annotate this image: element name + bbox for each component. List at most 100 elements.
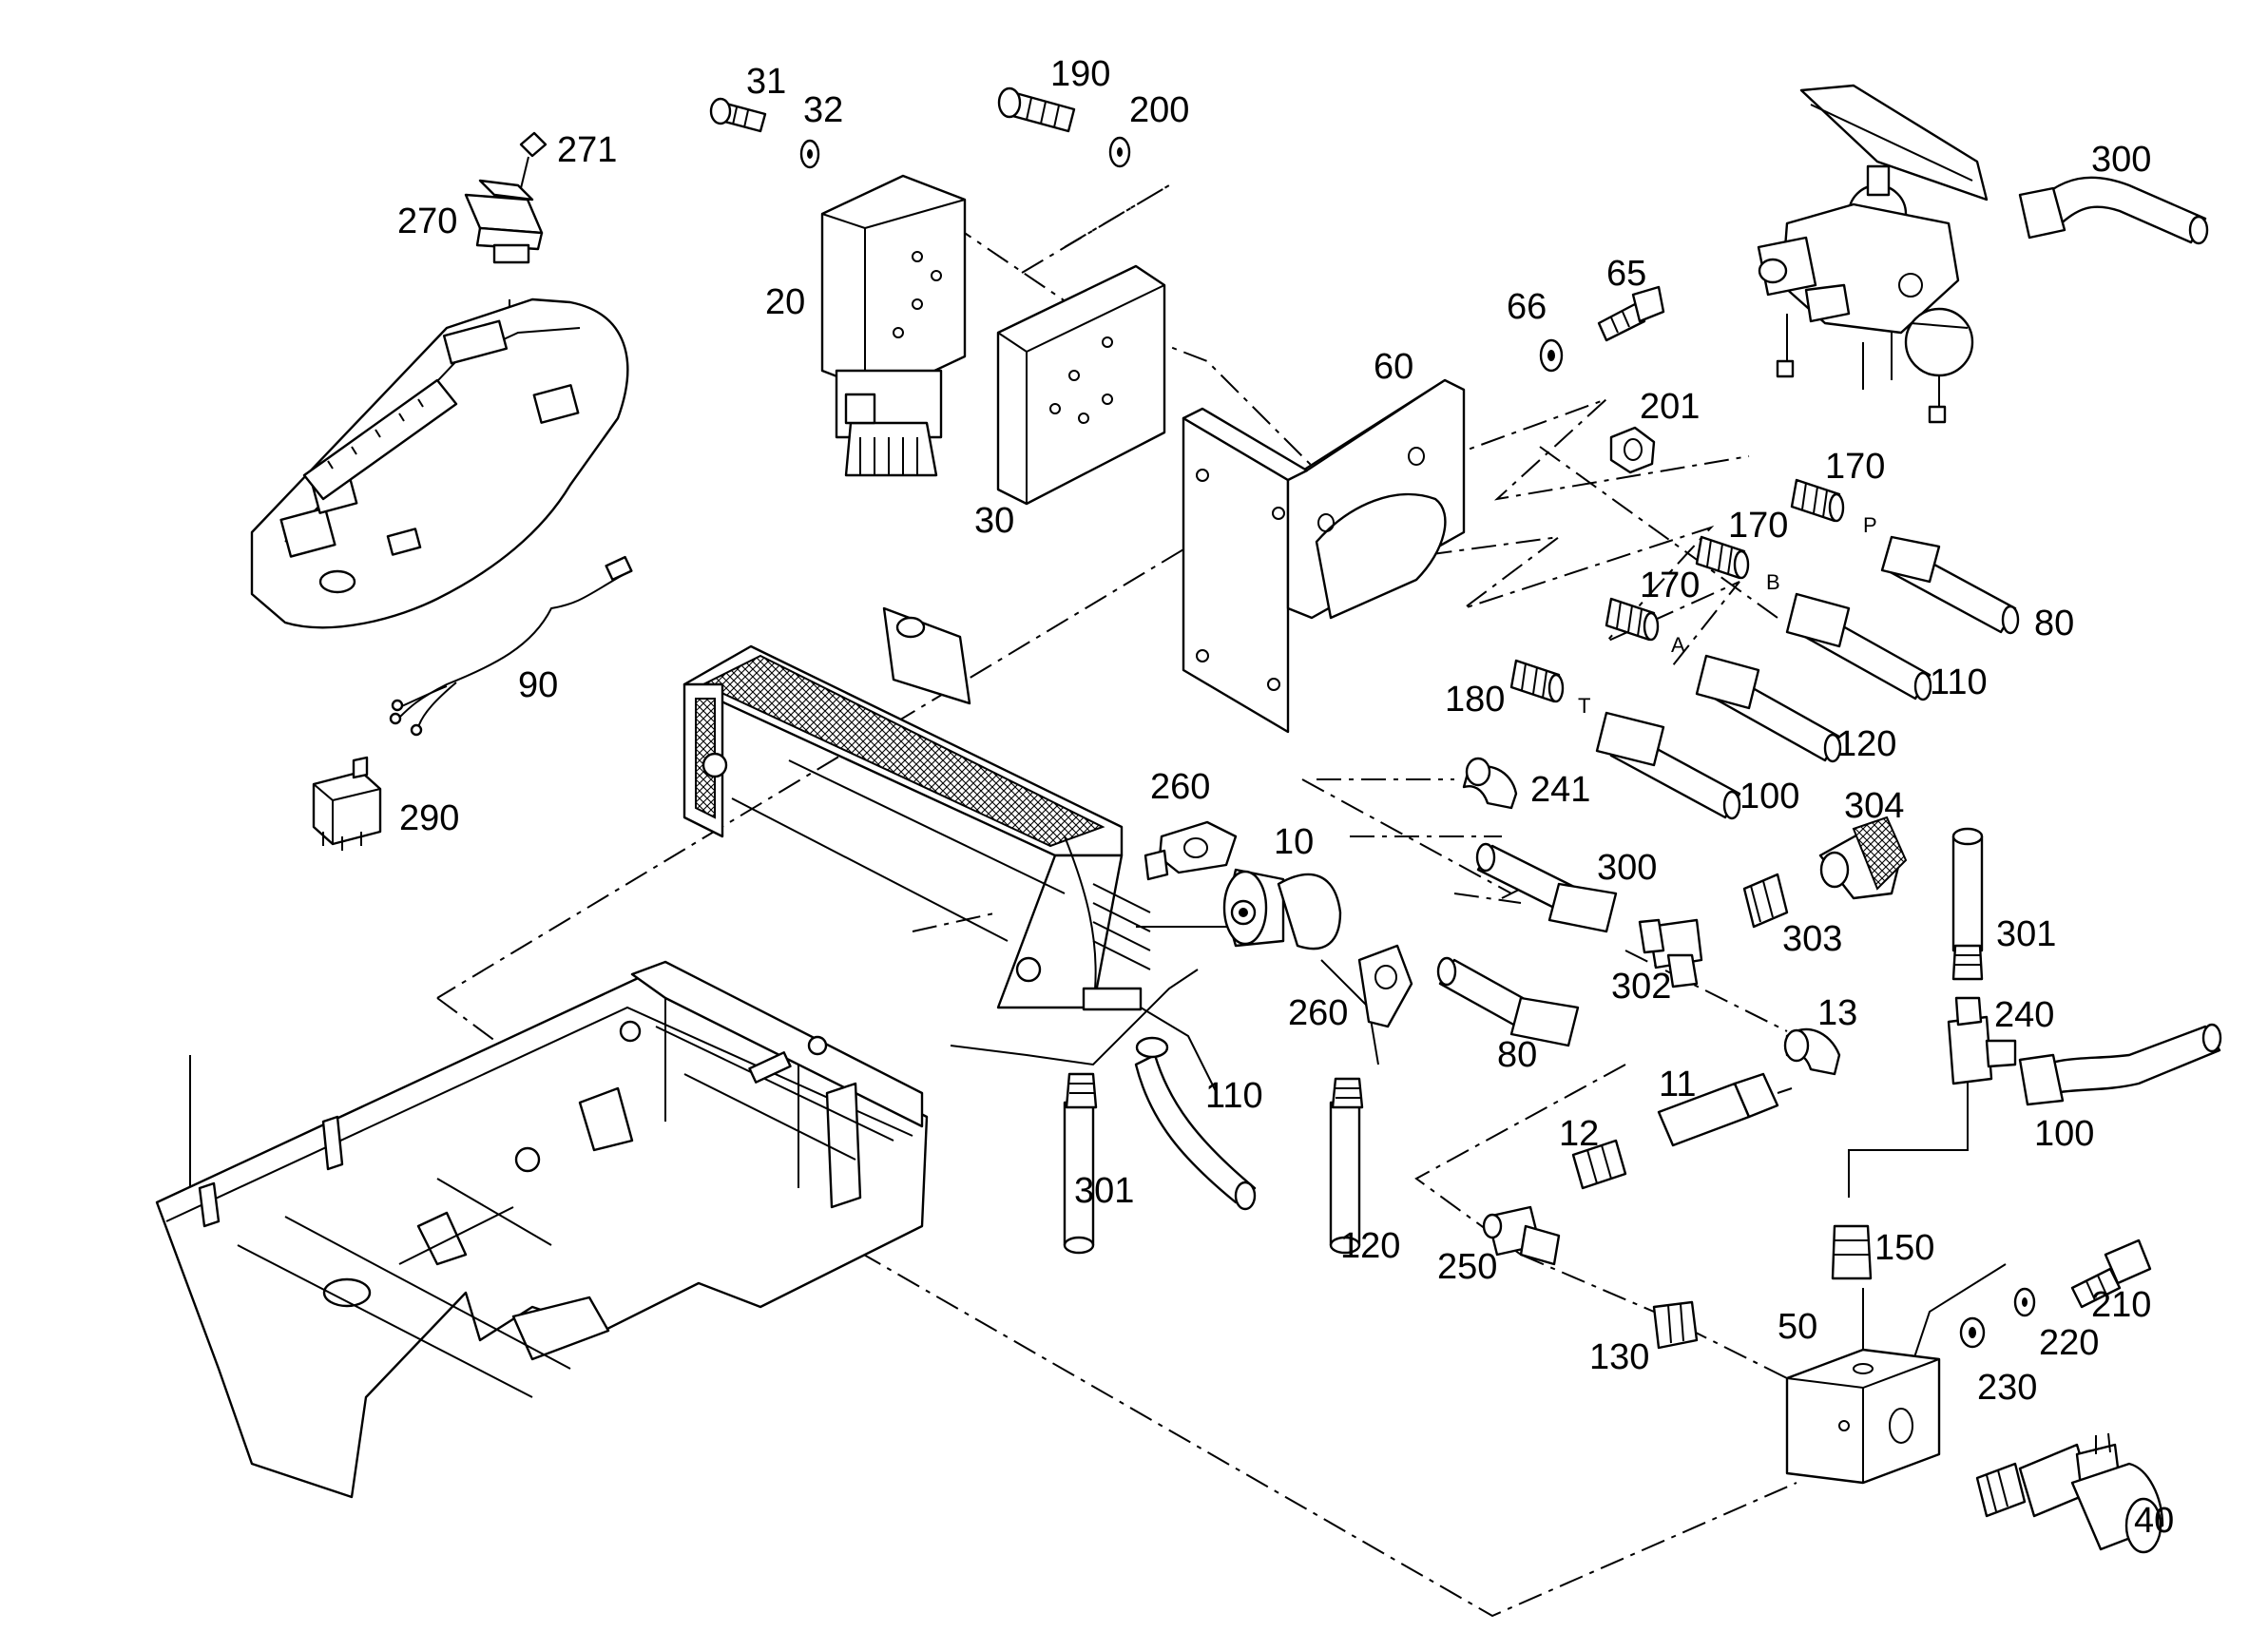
callout-80-low: 80 [1497,1035,1537,1075]
callout-302: 302 [1611,967,1671,1007]
callout-31: 31 [746,62,786,102]
callout-303: 303 [1782,919,1842,959]
callout-230: 230 [1977,1368,2037,1408]
screw-65 [1597,285,1665,342]
callout-11: 11 [1659,1065,1696,1104]
fitting-170-b [1695,535,1750,580]
elbow-241 [1462,757,1518,810]
callout-260-low: 260 [1288,993,1348,1033]
washer-230 [1959,1316,1986,1349]
callout-290: 290 [399,798,459,838]
callout-66: 66 [1507,287,1547,327]
callout-65: 65 [1606,254,1646,294]
callout-180: 180 [1445,680,1505,720]
callout-13: 13 [1817,993,1857,1033]
valve-block [1785,1348,1941,1485]
washer-32 [799,139,820,169]
relay [312,756,382,851]
callout-32: 32 [803,90,843,130]
fitting-170-p [1790,478,1845,523]
callout-100-right: 100 [2034,1114,2094,1154]
callout-110-low: 110 [1205,1076,1263,1116]
callout-110-right: 110 [1930,662,1988,702]
callout-210: 210 [2091,1285,2151,1325]
port-labels: P B A T [1578,513,1877,718]
flange-260-top [1144,820,1238,881]
hose-80-low [1436,956,1580,1047]
callout-300-mid: 300 [1597,848,1657,888]
bolt-210 [2070,1238,2152,1309]
hose-301-low [1063,1072,1098,1255]
washer-200 [1108,136,1131,168]
hose-100 [1595,711,1741,820]
callout-150: 150 [1874,1228,1934,1268]
callout-20: 20 [765,282,805,322]
callout-120-low: 120 [1340,1226,1400,1266]
callout-241: 241 [1530,770,1590,810]
wiring-harness [389,555,633,737]
nut-201 [1609,426,1656,474]
callout-300-top: 300 [2091,140,2151,180]
port-label-p: P [1863,513,1877,537]
fitting-12 [1571,1139,1627,1190]
tee-302 [1638,918,1703,989]
fitting-130 [1652,1300,1699,1350]
callout-50: 50 [1778,1307,1817,1347]
callout-10: 10 [1274,822,1314,862]
rocker-switch [464,131,548,264]
fitting-304 [1818,816,1908,900]
hose-110 [1785,592,1932,701]
callout-40: 40 [2134,1501,2174,1541]
callout-301-low: 301 [1074,1171,1134,1211]
fitting-170-a [1605,597,1660,642]
gear-pump [1222,868,1342,950]
callout-60: 60 [1374,347,1413,387]
callout-30: 30 [974,501,1014,541]
callout-201: 201 [1640,387,1700,427]
port-label-t: T [1578,694,1590,718]
callout-270: 270 [397,202,457,241]
callout-170-a: 170 [1640,566,1700,605]
hose-110-low [1134,1036,1257,1211]
hose-301-right [1951,827,1984,981]
hose-80-top [1880,535,2020,635]
union-11 [1657,1072,1793,1147]
callout-200: 200 [1129,90,1189,130]
callout-190: 190 [1050,54,1110,94]
fitting-150 [1831,1224,1873,1280]
washer-66 [1539,338,1564,373]
hose-300-mid [1475,842,1618,933]
callout-170-b: 170 [1728,506,1788,546]
callout-80-top: 80 [2034,604,2074,643]
callout-301-right: 301 [1996,914,2056,954]
port-label-a: A [1671,633,1685,657]
tee-250 [1482,1205,1561,1266]
callout-250: 250 [1437,1247,1497,1287]
washer-220 [2013,1287,2036,1317]
tee-240 [1947,996,2017,1085]
fitting-303 [1742,873,1789,929]
hose-100-right [2018,1023,2222,1106]
callout-130: 130 [1589,1337,1649,1377]
callout-170-p: 170 [1825,447,1885,487]
machine-frame [155,960,929,1499]
control-console [250,298,629,629]
callout-12: 12 [1559,1114,1599,1154]
mounting-bracket [1182,378,1466,734]
flange-260-low [1357,944,1413,1028]
callout-271: 271 [557,130,617,170]
callout-90: 90 [518,665,558,705]
callout-304: 304 [1844,786,1904,826]
subplate [996,264,1166,506]
callout-labels: 31 32 190 200 271 270 20 30 60 65 66 201… [397,54,2174,1541]
bolt-31 [709,97,767,133]
callout-100-mid: 100 [1739,777,1799,816]
callout-240: 240 [1994,995,2054,1035]
pressure-switch-40 [1975,1432,2164,1554]
joystick-pilot-valve [1757,84,1989,424]
solenoid-valve [820,174,967,477]
hose-120 [1695,654,1842,763]
hose-300-top [2018,176,2209,245]
elbow-13 [1783,1027,1841,1076]
hose-120-low [1329,1077,1364,1255]
